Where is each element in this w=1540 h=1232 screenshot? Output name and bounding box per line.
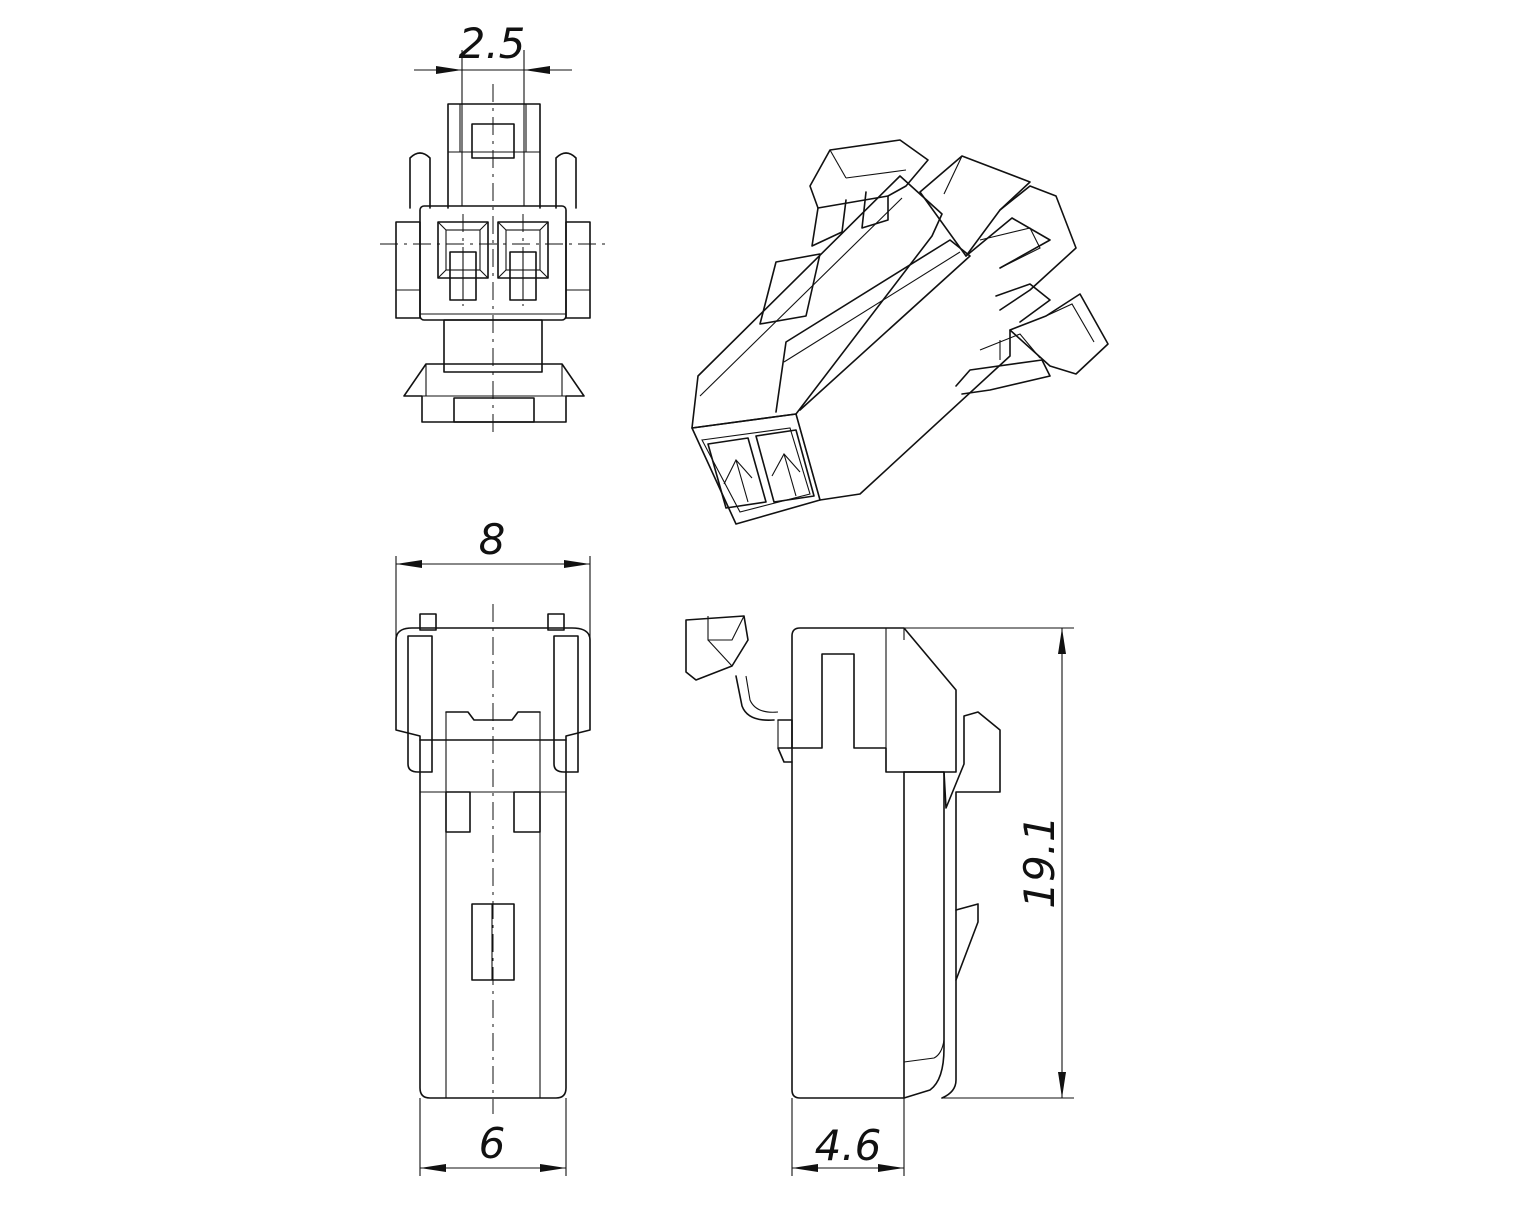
length-dimension-label: 19.1 [1015,815,1064,909]
isometric-view [691,139,1109,525]
width-bottom-dimension-label: 6 [479,1119,506,1168]
side-view [685,615,1074,1176]
width-top-dimension-label: 8 [479,515,506,564]
depth-dimension-label: 4.6 [815,1121,882,1170]
pitch-dimension-label: 2.5 [459,19,526,68]
front-end-view [380,50,606,434]
top-plan-view [395,556,591,1176]
